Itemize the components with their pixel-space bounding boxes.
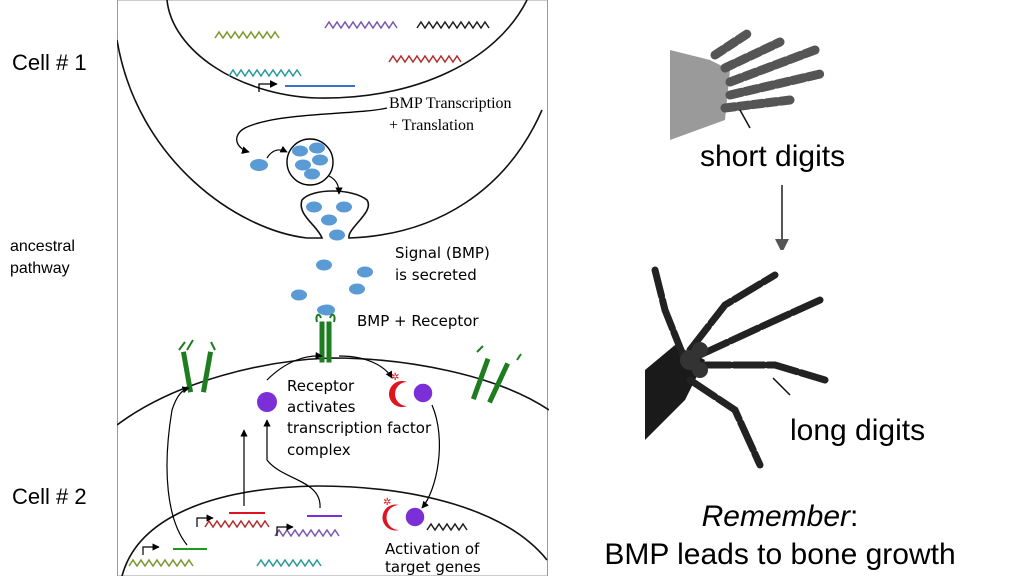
bmp-pathway-diagram: BMP Transcription + Translation Signal (… [117, 0, 549, 576]
receptor-activates-text-2: activates [287, 398, 356, 416]
bmp-on-receptor [317, 305, 333, 315]
tf-purple-inactive [257, 392, 277, 412]
short-digits-xray-image [670, 10, 840, 145]
cell-1-nucleus [166, 0, 528, 99]
down-arrow-icon [775, 185, 789, 253]
dna-strands-cell-1 [214, 20, 490, 78]
active-star-icon: ✲ [383, 497, 391, 508]
cell-2-nucleus [121, 485, 548, 576]
bmp-transcription-text-2: + Translation [389, 117, 474, 134]
dna-teal-1 [228, 68, 302, 78]
receptor-activates-text-3: transcription factor [287, 419, 432, 437]
signal-text-1: Signal (BMP) [395, 244, 490, 262]
tf-purple-active [412, 382, 434, 404]
to-vesicle-arrow [266, 145, 288, 159]
long-digits-xray-image [645, 250, 905, 480]
remember-statement: BMP leads to bone growth [604, 538, 956, 571]
remember-word: Remember [701, 500, 851, 533]
activation-arrow-right [338, 355, 393, 379]
receptor-bound [315, 313, 336, 363]
dna-strands-cell-2 [128, 519, 468, 568]
activation-text-2: target genes [385, 558, 481, 576]
dna-purple-1 [324, 20, 398, 30]
remember-note: Remember: BMP leads to bone growth [560, 498, 1000, 574]
tf-red-on-dna [382, 504, 399, 531]
receptor-activation-arrow [266, 351, 323, 381]
dna-black-1 [416, 20, 490, 30]
cell-2-membrane [117, 357, 549, 426]
gene-to-receptor-arrow [166, 386, 190, 546]
promoter-arrow-2c [142, 543, 160, 555]
short-digits-caption: short digits [700, 140, 846, 173]
to-nucleus-arrow [421, 404, 441, 509]
signal-text-2: is secreted [395, 266, 477, 284]
bmp-transcription-text-1: BMP Transcription [389, 95, 512, 112]
bmp-protein-single [250, 159, 268, 171]
to-membrane-arrow [328, 175, 343, 195]
cell-1-label: Cell # 1 [12, 50, 87, 75]
dna-red-1 [388, 54, 462, 64]
promoter-arrow-cell-1 [258, 80, 278, 92]
translation-arrow [236, 107, 388, 154]
remember-heading: Remember: [560, 498, 1000, 536]
receptor-activates-text-1: Receptor [287, 377, 355, 395]
receptor-unbound-left [178, 339, 216, 393]
gene-to-purple-arrow [263, 419, 321, 509]
remember-colon: : [850, 500, 859, 533]
receptor-unbound-right [470, 345, 522, 404]
bmp-receptor-text: BMP + Receptor [357, 312, 479, 330]
long-digits-caption: long digits [790, 414, 926, 447]
ancestral-label-line2: pathway [10, 260, 70, 277]
ancestral-label-line1: ancestral [10, 238, 75, 255]
promoter-arrow-2b [276, 523, 294, 536]
dna-green-1 [214, 30, 280, 40]
receptor-activates-text-4: complex [287, 441, 351, 459]
vesicle-bmp-proteins [292, 142, 328, 180]
cell-1-membrane [117, 39, 543, 239]
activation-star-icon: ✲ [391, 372, 399, 383]
promoter-arrow-2a [196, 514, 214, 527]
cell-2-label: Cell # 2 [12, 484, 87, 509]
activation-text-1: Activation of [385, 540, 480, 558]
secreting-bmp-proteins [306, 201, 352, 241]
tf-red-active [389, 381, 407, 407]
ancestral-pathway-label: ancestral pathway [10, 236, 120, 280]
tf-purple-on-dna [404, 506, 426, 528]
diagram-frame [117, 0, 548, 576]
